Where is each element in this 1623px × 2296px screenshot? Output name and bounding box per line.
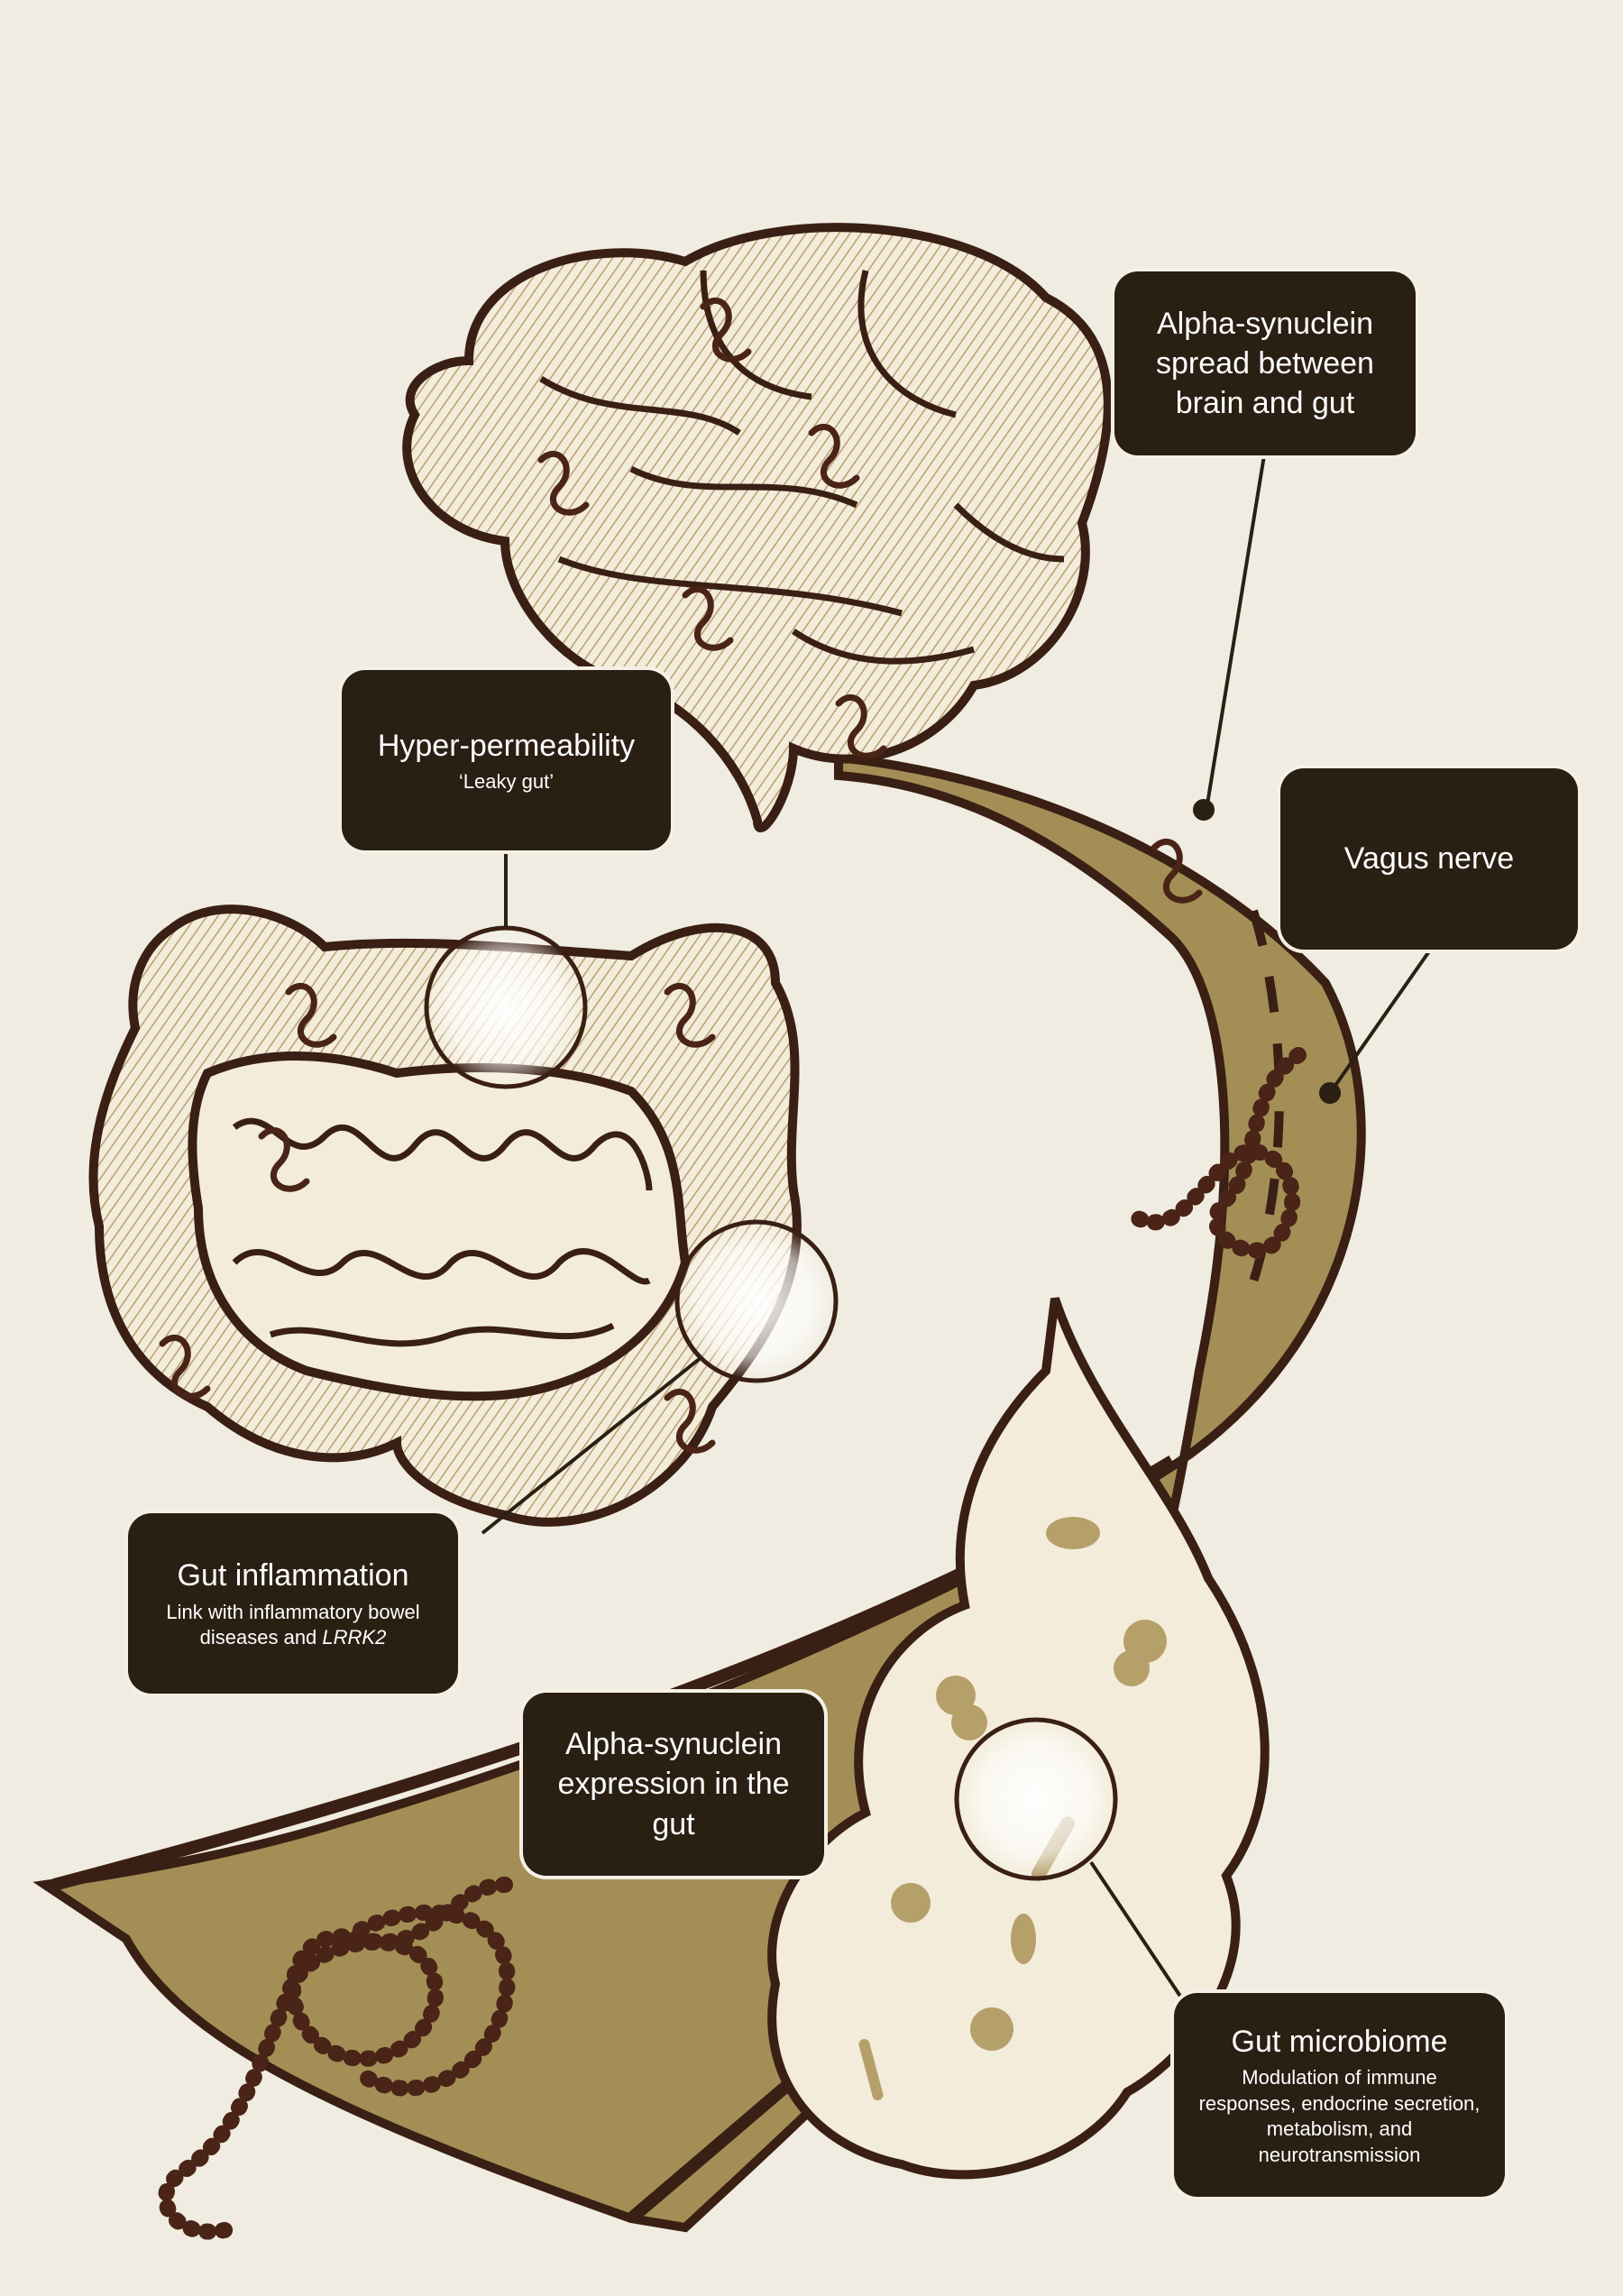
vagus-nerve-title: Vagus nerve — [1343, 841, 1515, 877]
lrrk2-gene-name: LRRK2 — [322, 1626, 387, 1649]
alpha-synuclein-large-icon — [157, 1047, 1307, 2240]
leader-lines — [481, 455, 1431, 1999]
hyper-permeability-subtitle: ‘Leaky gut’ — [458, 769, 555, 793]
gut-inflammation-title: Gut inflammation — [177, 1558, 409, 1593]
brain-icon — [402, 223, 1113, 832]
alpha-synuclein-icon — [159, 298, 1203, 1454]
alpha-synuclein-spread-label: Alpha-synuclein spread between brain and… — [1114, 271, 1416, 455]
alpha-synuclein-expression-label: Alpha-synuclein expression in the gut — [523, 1693, 824, 1876]
hyper-permeability-label: Hyper-permeability ‘Leaky gut’ — [342, 670, 671, 850]
gut-microbiome-subtitle: Modulation of immune responses, endocrin… — [1198, 2065, 1481, 2166]
alpha-synuclein-spread-title: Alpha-synuclein spread between brain and… — [1156, 306, 1374, 421]
gut-inflammation-subtitle: Link with inflammatory bowel diseases an… — [146, 1600, 440, 1651]
gut-microbiome-label: Gut microbiome Modulation of immune resp… — [1174, 1993, 1505, 2197]
alpha-synuclein-expression-title: Alpha-synuclein expression in the gut — [557, 1727, 790, 1841]
magnifier-circles — [424, 925, 1118, 1881]
gut-inflammation-label: Gut inflammation Link with inflammatory … — [128, 1513, 458, 1694]
gut-inflammation-subtitle-text: Link with inflammatory bowel diseases an… — [166, 1600, 420, 1649]
hyper-permeability-title: Hyper-permeability — [377, 728, 636, 763]
vagus-nerve-label: Vagus nerve — [1280, 768, 1578, 950]
gut-microbiome-title: Gut microbiome — [1231, 2024, 1448, 2059]
intestine-icon — [188, 1052, 691, 1401]
